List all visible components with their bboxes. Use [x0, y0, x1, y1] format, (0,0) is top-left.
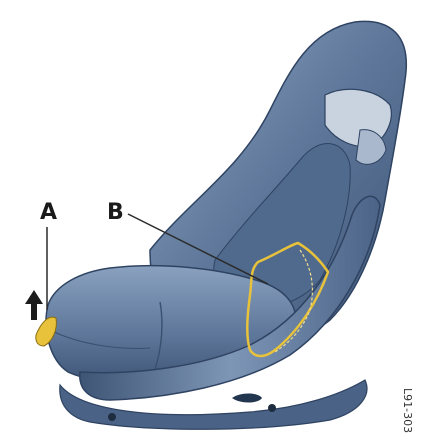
recline-slot	[232, 394, 262, 403]
mount-bolt-front	[108, 413, 116, 421]
callout-label-a: A	[40, 202, 57, 224]
arrow-up-icon	[25, 290, 43, 320]
mount-bolt-rear	[268, 404, 276, 412]
figure-reference-number: L91-303	[401, 388, 414, 433]
callout-label-b: B	[107, 202, 124, 224]
